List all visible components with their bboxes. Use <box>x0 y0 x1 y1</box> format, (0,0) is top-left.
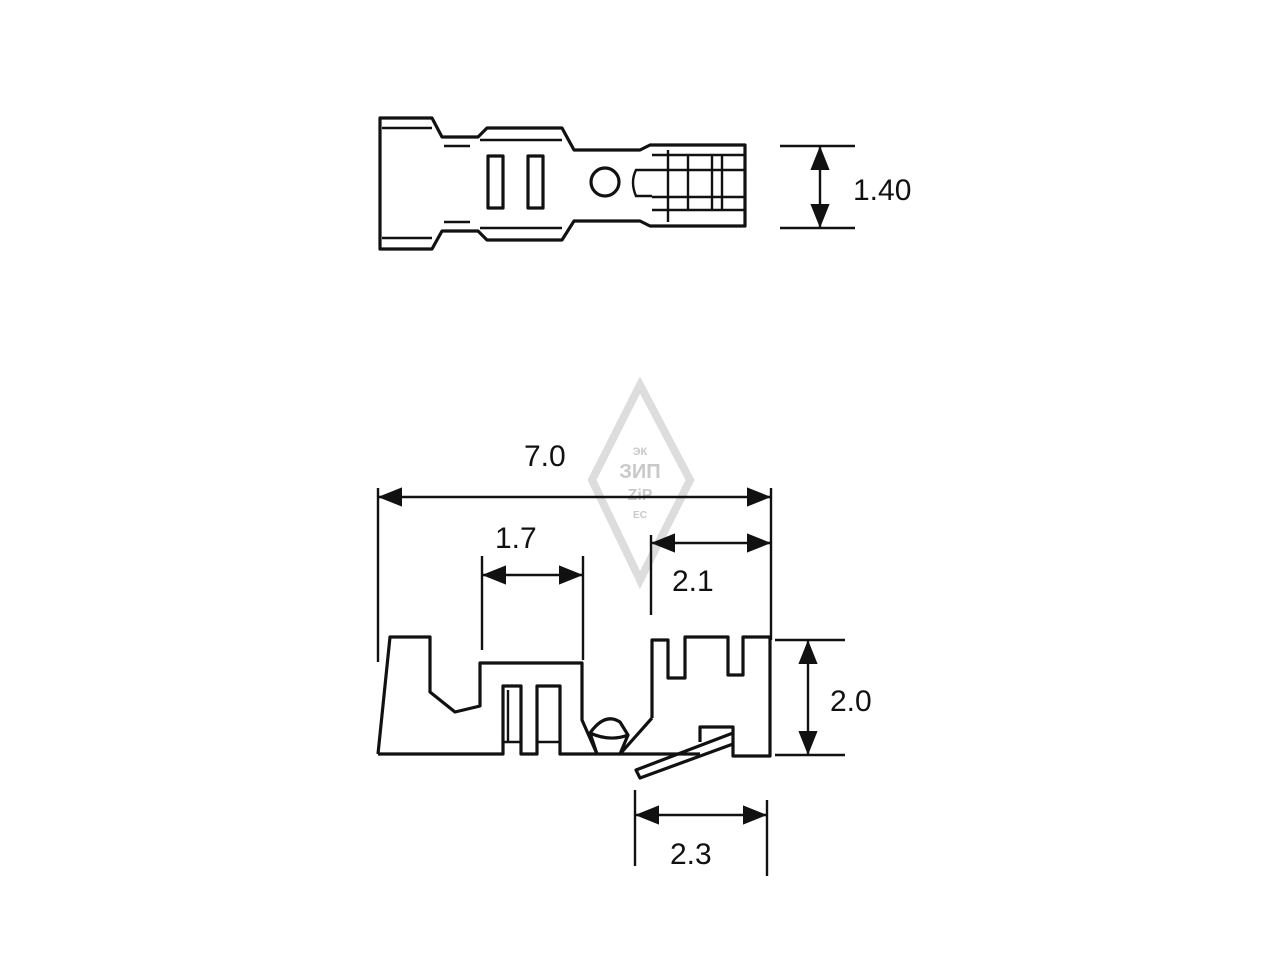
side-view-terminal <box>376 635 772 780</box>
dim-label-2-0: 2.0 <box>830 685 872 718</box>
top-view-terminal <box>378 116 747 251</box>
top-slot-1 <box>486 154 505 210</box>
watermark-line4: EC <box>633 510 647 521</box>
watermark-line3: ZiP <box>628 487 653 504</box>
dimension-2-3: 2.3 <box>633 790 769 876</box>
watermark-line1: ЭК <box>633 446 648 458</box>
dim-label-1-7: 1.7 <box>495 522 537 555</box>
dim-label-7-0: 7.0 <box>524 440 566 473</box>
top-hole <box>589 166 621 198</box>
dimension-1-40: 1.40 <box>780 144 911 230</box>
dimension-7-0: 7.0 <box>376 440 773 662</box>
dim-label-2-3: 2.3 <box>670 838 712 871</box>
dim-label-2-1: 2.1 <box>672 565 714 598</box>
dimension-1-7: 1.7 <box>480 522 585 660</box>
dimension-2-1: 2.1 <box>649 533 771 615</box>
dimension-2-0: 2.0 <box>775 638 872 757</box>
watermark-line2: ЗИП <box>619 461 660 483</box>
dim-label-1-40: 1.40 <box>853 174 911 207</box>
watermark-logo: ЭК ЗИП ZiP EC <box>587 376 695 590</box>
top-slot-2 <box>526 154 545 210</box>
